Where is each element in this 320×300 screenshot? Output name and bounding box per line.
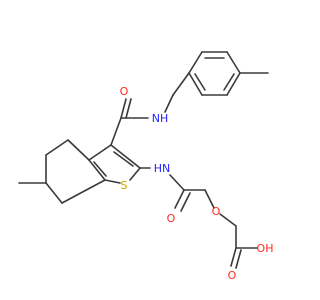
bond [88,144,112,161]
bond-lines [18,51,269,269]
bond [174,189,185,209]
atom-labels: O NH S HN O O O OH [120,85,274,282]
bond [188,72,203,96]
atom-label-amide-o: O [120,85,129,98]
atom-label-ring-s: S [121,179,128,192]
atom-label-ether-o: O [212,205,221,218]
bond [230,247,237,267]
atom-label-acid-oh: OH [257,242,274,255]
bond [129,167,141,181]
atom-label-amide-nh: NH [152,112,169,125]
bond [172,72,190,96]
bond [125,98,132,119]
bond [194,73,206,91]
bond [223,73,235,91]
bond [61,179,106,204]
bond [110,144,141,169]
atom-label-acetamide-o: O [167,212,176,225]
bond [93,161,107,177]
bond [188,51,203,74]
bond [226,51,241,74]
bond [169,174,185,191]
bond [88,159,106,181]
bond [180,192,191,212]
molecule-structure: O NH S HN O O O OH [18,51,274,282]
atom-label-acid-o: O [228,269,237,282]
bond [120,98,127,119]
atom-label-acetamide-hn: HN [154,162,171,175]
bond [226,72,241,96]
bond [113,151,134,167]
bond [67,139,90,161]
bond [235,249,242,269]
bond [104,179,121,184]
bond [164,94,174,113]
bond [219,213,237,227]
bond [45,139,69,156]
bond [45,182,63,204]
bond [110,117,122,146]
bond [204,189,215,209]
